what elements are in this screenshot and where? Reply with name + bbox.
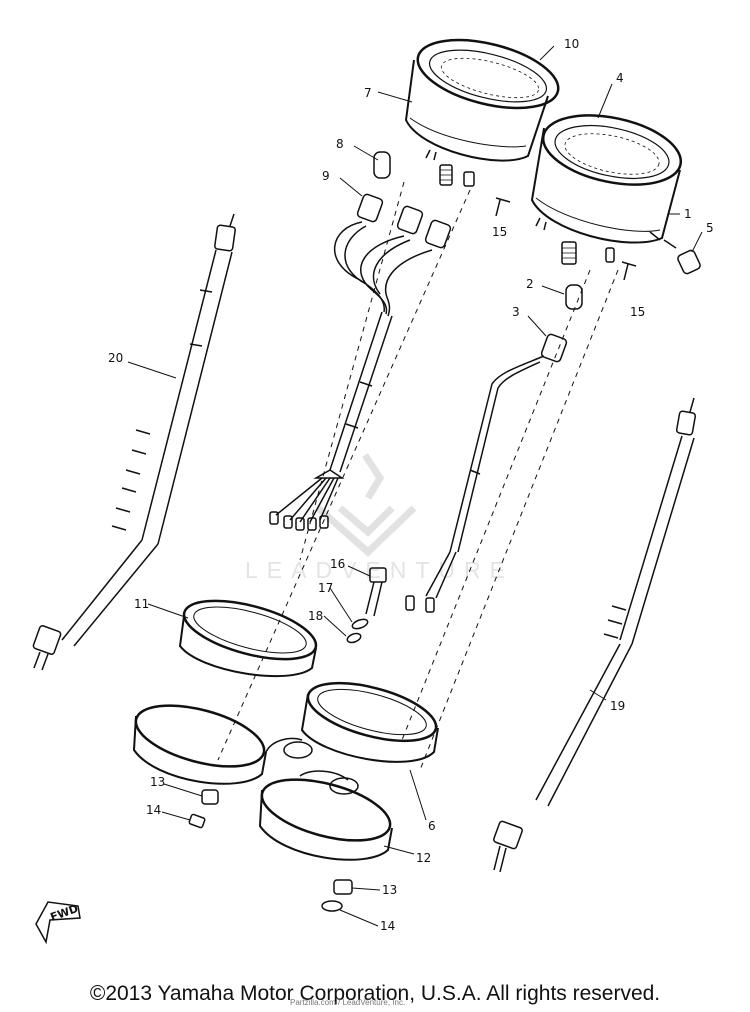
callout-13-b: 13 [382,883,397,897]
watermark-caption: Partzilla.com / LeadVenture, Inc. [290,998,406,1007]
callout-6: 6 [428,819,436,833]
callout-8: 8 [336,137,344,151]
callout-9: 9 [322,169,330,183]
fwd-arrow-icon [35,901,81,945]
callout-15-a: 15 [492,225,507,239]
meter-bracket-part-12 [258,770,393,912]
callout-20: 20 [108,351,123,365]
callout-4: 4 [616,71,624,85]
lens-ring-part-6 [300,681,439,763]
callout-14-a: 14 [146,803,161,817]
callout-14-b: 14 [380,919,395,933]
callout-13-a: 13 [150,775,165,789]
leader-lines [127,45,703,927]
callout-7: 7 [364,86,372,100]
callout-labels: 10 7 4 8 9 15 5 1 15 2 3 20 19 16 17 18 … [49,37,714,933]
washer-part-17 [351,618,369,630]
callout-17: 17 [318,581,333,595]
fwd-label: FWD [49,902,80,924]
parts-diagram: LEADVENTURE [32,37,714,945]
bulb-part-8 [373,151,391,179]
watermark-text: LEADVENTURE [245,557,514,583]
callout-16: 16 [330,557,345,571]
callout-2: 2 [526,277,534,291]
copyright-notice: ©2013 Yamaha Motor Corporation, U.S.A. A… [89,982,661,1005]
lens-ring-part-11 [178,599,318,678]
meter-cable-part-19 [493,397,697,873]
alignment-lines [217,181,619,771]
screw-part-15 [495,197,637,281]
callout-12: 12 [416,851,431,865]
callout-5: 5 [706,221,714,235]
bolt-part-16 [365,567,387,617]
meter-cable-part-20 [32,213,236,671]
watermark-logo [315,453,417,557]
indicator-cap-part-5 [663,239,701,275]
meter-bracket-left [132,704,313,829]
wire-harness-right-part-3 [405,333,568,613]
bulb-part-2 [565,284,583,310]
wire-harness-left [269,311,393,531]
callout-18: 18 [308,609,323,623]
callout-11: 11 [134,597,149,611]
callout-3: 3 [512,305,520,319]
nut-part-18 [346,632,362,644]
meter-right-housing [530,114,683,265]
meter-left-housing [404,38,560,187]
socket-harness-part-9 [333,193,452,317]
callout-19: 19 [610,699,625,713]
callout-15-b: 15 [630,305,645,319]
callout-10: 10 [564,37,579,51]
callout-1: 1 [684,207,692,221]
